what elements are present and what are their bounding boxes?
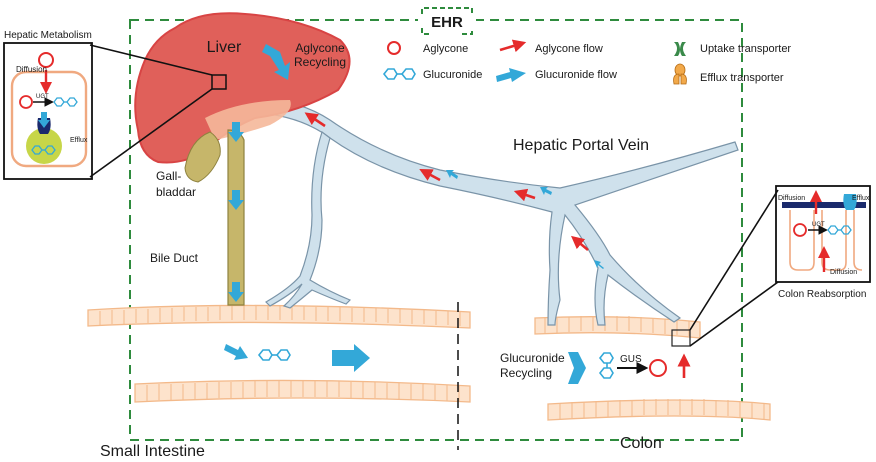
aglycone-recycling-label-1: Aglycone [295,41,345,55]
inset-colon-glucuronide [827,225,852,235]
legend-efflux-transporter-icon [673,63,687,85]
legend-aglycone-icon [387,41,401,55]
glucuronide-molecule-colon [598,352,614,379]
inset-colon-efflux-transporter-icon [843,194,857,210]
glucuronide-flow-vein [446,170,604,269]
inset-hepatic-aglycone-inside [19,95,33,109]
small-intestine-label: Small Intestine [100,443,205,460]
inset-hepatic-efflux-transporter-icon [37,112,51,134]
aglycone-recycling-arrow [262,44,290,80]
inset-colon-villi [789,210,863,271]
liver-zoom-box [211,74,227,90]
hepatic-portal-vein [249,95,739,326]
legend: Aglycone Glucuronide Aglycone flow Glucu… [382,39,791,85]
inset-hepatic-efflux-label: Efflux [70,137,88,144]
aglycone-molecule-colon [649,359,667,377]
ehr-title-bracket [421,7,473,35]
liver-label: Liver [207,39,242,56]
glucuronide-flow-intestine-2 [332,344,370,372]
aglycone-recycling-label-2: Recycling [294,55,346,69]
inset-colon-membrane [782,202,866,208]
glucuronide-flow-bile-duct [228,122,244,302]
inset-colon-diffusion-bottom-label: Diffusion [830,269,857,276]
inset-hepatic-title: Hepatic Metabolism [4,30,92,41]
aglycone-flow-vein [304,112,589,251]
inset-hepatic-metabolism: Diffusion UGT Efflux [3,42,93,180]
inset-colon-ugt-label: UGT [812,222,825,228]
inset-hepatic-aglycone-top [38,52,54,68]
gus-label: GUS [620,354,642,365]
bile-duct [227,129,245,306]
glucuronide-recycling-label-1: Glucuronide [500,351,565,365]
ehr-title-bg [418,8,476,34]
gallbladder-label-1: Gall- [156,169,181,183]
colon-zoom-line-top [689,189,779,331]
portal-vein-label: Hepatic Portal Vein [513,137,649,154]
legend-glucuronide-icon [382,68,416,80]
glucuronide-flow-colon [568,352,586,384]
glucuronide-recycling-label-2: Recycling [500,366,552,380]
bile-duct-label: Bile Duct [150,251,199,265]
inset-colon-aglycone [793,223,807,237]
small-intestine-villi [99,306,461,402]
ehr-title: EHR [431,14,463,31]
glucuronide-molecule-intestine [257,349,291,361]
inset-colon-title: Colon Reabsorption [778,289,866,300]
inset-hepatic-glucuronide-bottom [31,145,56,155]
inset-colon-diffusion-top-label: Diffusion [778,195,805,202]
gallbladder-label-2: bladdar [156,185,196,199]
inset-colon-efflux-label: Efflux [852,195,870,202]
colon-label: Colon [620,435,662,452]
inset-hepatic-diffusion-label: Diffusion [16,65,47,74]
colon-zoom-box [671,329,691,347]
gallbladder [184,131,221,183]
glucuronide-flow-intestine-1 [224,344,248,360]
legend-uptake-transporter-label: Uptake transporter [700,43,791,55]
legend-aglycone-flow-icon [499,39,527,53]
liver-lobe [205,100,291,140]
legend-glucuronide-flow-label: Glucuronide flow [535,69,617,81]
inset-hepatic-nucleus [26,128,62,164]
hepatic-zoom-line-top [89,44,213,76]
legend-aglycone-flow-label: Aglycone flow [535,43,603,55]
inset-hepatic-glucuronide [53,97,78,107]
legend-glucuronide-flow-icon [496,68,526,82]
legend-uptake-transporter-icon [674,42,686,56]
legend-aglycone-label: Aglycone [423,43,468,55]
legend-efflux-transporter-label: Efflux transporter [700,72,784,84]
colon-zoom-line-bottom [689,281,779,347]
inset-hepatic-cell [10,70,88,168]
legend-glucuronide-label: Glucuronide [423,69,482,81]
hepatic-zoom-line-bottom [89,88,213,178]
inset-hepatic-ugt-label: UGT [36,94,49,100]
inset-colon-reabsorption: Diffusion Efflux UGT Diffusion [775,185,871,283]
